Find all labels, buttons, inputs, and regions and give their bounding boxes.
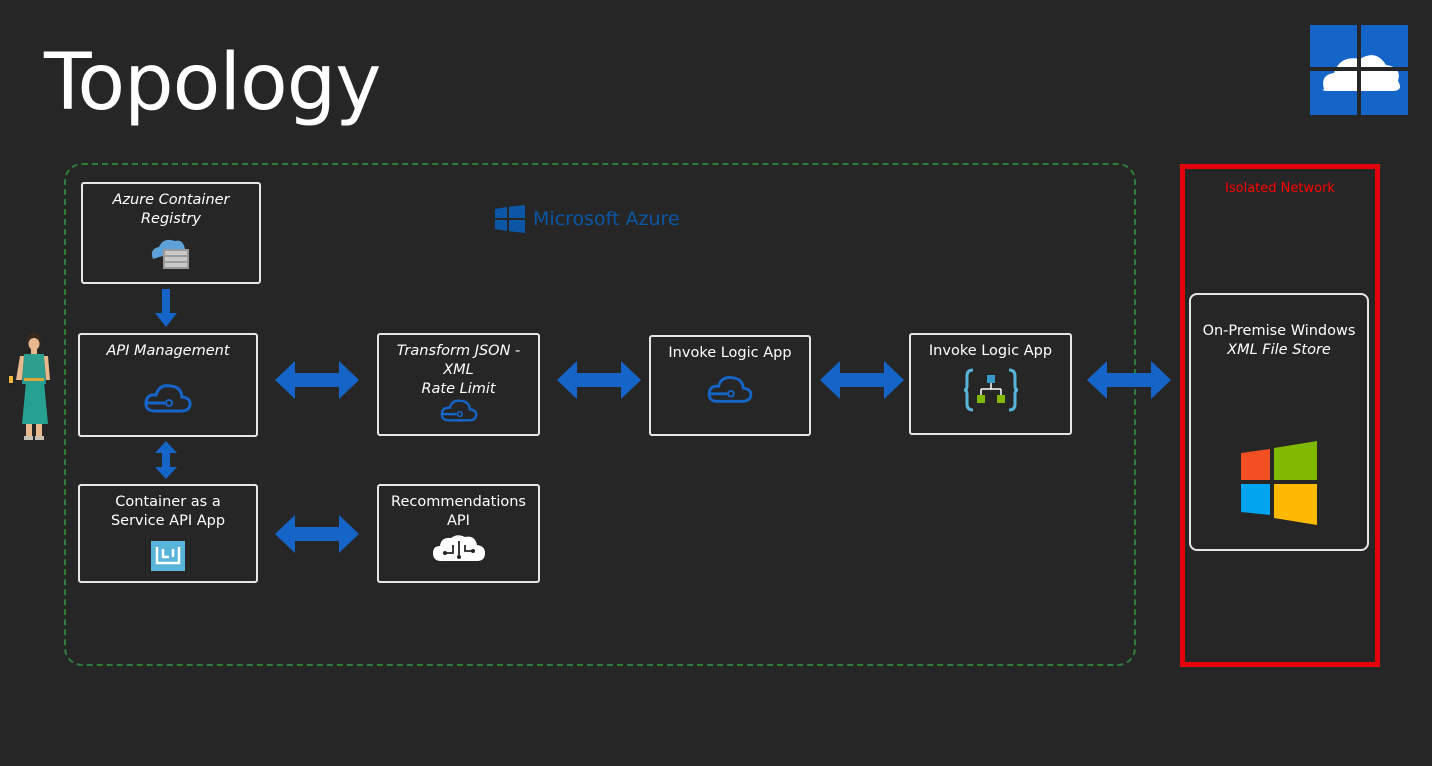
onprem-label-line1: On-Premise Windows — [1202, 323, 1356, 339]
azure-region — [64, 163, 1136, 666]
recommendations-label-line1: Recommendations — [391, 494, 526, 510]
onprem-xml-file-store-node: On-Premise Windows XML File Store — [1189, 293, 1369, 551]
logic-app-icon — [963, 368, 1018, 412]
double-arrow-invoke-onprem — [1087, 361, 1171, 399]
double-arrow-apim-transform — [275, 361, 359, 399]
app-service-icon — [151, 541, 185, 571]
registry-label-line2: Registry — [140, 211, 201, 227]
microsoft-azure-brand: Microsoft Azure — [495, 205, 680, 233]
cloud-icon — [144, 384, 192, 413]
cloud-grid-logo-icon — [1310, 25, 1408, 115]
container-service-label-line2: Service API App — [110, 513, 226, 529]
api-management-node: API Management — [78, 333, 258, 437]
person-icon — [8, 333, 50, 440]
vertical-double-arrow — [155, 441, 177, 479]
double-arrow-transform-invoke — [557, 361, 641, 399]
invoke-logic-app-label-1: Invoke Logic App — [668, 345, 792, 361]
invoke-logic-app-node-1: Invoke Logic App — [649, 335, 811, 436]
cloud-icon — [707, 376, 753, 403]
transform-label-line2: XML — [443, 362, 474, 378]
down-arrow — [155, 289, 177, 327]
cloud-icon — [440, 399, 477, 422]
invoke-logic-app-label-2: Invoke Logic App — [928, 343, 1053, 359]
windows-logo-icon — [1241, 441, 1317, 525]
page-title: Topology — [44, 38, 381, 128]
transform-label-line3: Rate Limit — [421, 381, 496, 397]
double-arrow-invoke-invoke — [820, 361, 904, 399]
registry-label-line1: Azure Container — [112, 192, 230, 208]
invoke-logic-app-node-2: Invoke Logic App — [909, 333, 1072, 435]
transform-json-xml-node: Transform JSON - XML Rate Limit — [377, 333, 540, 436]
double-arrow-container-recommendations — [275, 515, 359, 553]
recommendations-api-node: Recommendations API — [377, 484, 540, 583]
recommendations-label-line2: API — [447, 513, 470, 529]
api-management-label: API Management — [106, 343, 230, 359]
container-registry-icon — [151, 239, 189, 269]
container-service-api-app-node: Container as a Service API App — [78, 484, 258, 583]
microsoft-azure-label: Microsoft Azure — [533, 208, 680, 230]
onprem-label-line2: XML File Store — [1227, 342, 1331, 358]
isolated-network-region: Isolated Network — [1180, 164, 1380, 667]
transform-label-line1: Transform JSON - — [396, 343, 521, 359]
azure-container-registry-node: Azure Container Registry — [81, 182, 261, 284]
windows-logo-icon — [495, 205, 525, 233]
container-service-label-line1: Container as a — [115, 494, 221, 510]
cognitive-brain-icon — [432, 535, 485, 561]
isolated-network-label: Isolated Network — [1225, 181, 1335, 196]
